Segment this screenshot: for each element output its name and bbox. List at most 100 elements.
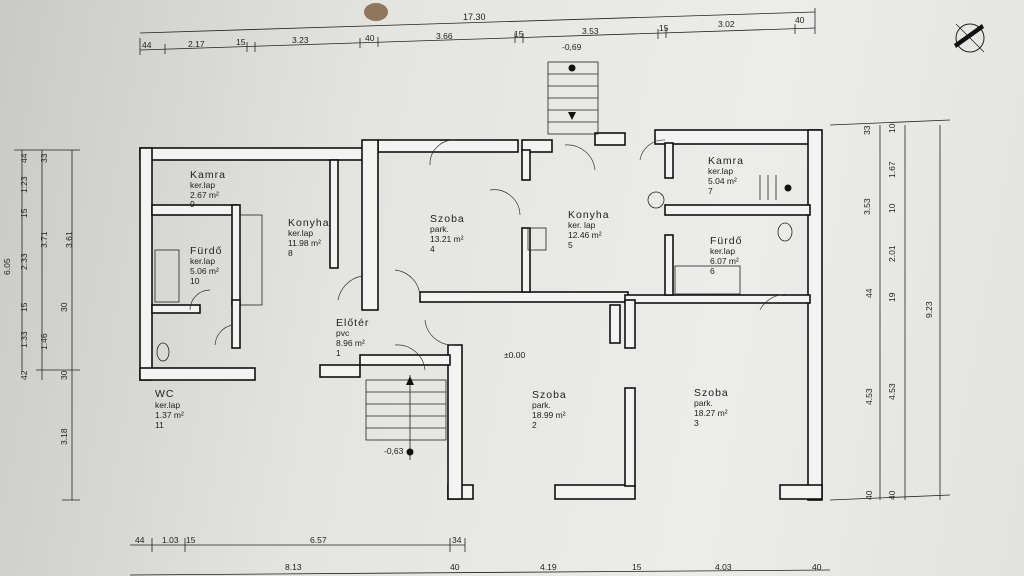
svg-text:12.46 m²: 12.46 m² — [568, 230, 602, 240]
svg-text:ker.lap: ker.lap — [155, 400, 180, 410]
dim-bottom-r2-0: 8.13 — [285, 562, 302, 572]
svg-text:11.98 m²: 11.98 m² — [288, 238, 321, 248]
svg-text:6.07 m²: 6.07 m² — [710, 256, 739, 266]
svg-text:Szoba: Szoba — [694, 387, 729, 399]
dim-bottom-r1-3: 6.57 — [310, 535, 327, 545]
kamra-stairs — [759, 175, 792, 200]
svg-text:ker. lap: ker. lap — [568, 220, 596, 230]
ink-smudge — [364, 3, 388, 21]
bottom-dimension-lines — [129, 538, 831, 576]
dim-left-mid-2: 15 — [19, 208, 29, 218]
dim-top-9: 3.02 — [718, 19, 735, 29]
dim-right-c2-5: 4.53 — [887, 383, 897, 400]
svg-text:park.: park. — [694, 398, 713, 408]
toilet-icon — [156, 342, 170, 362]
svg-text:ker.lap: ker.lap — [190, 180, 215, 190]
svg-text:ker.lap: ker.lap — [288, 228, 313, 238]
dim-bottom-r1-2: 15 — [186, 535, 196, 545]
exterior-walls — [139, 129, 823, 501]
dim-left-inner-0: 33 — [39, 153, 49, 163]
right-dimension-lines — [829, 119, 951, 501]
dim-left-outer-0: 6.05 — [2, 258, 12, 275]
room-label-szoba-2: Szoba park. 18.99 m² 2 — [532, 389, 566, 430]
dim-right-c2-1: 1.67 — [887, 161, 897, 178]
svg-text:ker.lap: ker.lap — [710, 246, 735, 256]
svg-text:Kamra: Kamra — [190, 169, 226, 181]
dim-bottom-r1-0: 44 — [135, 535, 145, 545]
dim-left-inner-3: 30 — [59, 302, 69, 312]
svg-text:Konyha: Konyha — [568, 209, 610, 221]
dim-right-c2-0: 10 — [887, 123, 897, 133]
dim-left-outer-1: 3.18 — [59, 428, 69, 445]
interior-walls — [151, 142, 811, 487]
level-entrance: -0,63 — [384, 446, 404, 456]
dim-top-10: 40 — [795, 15, 805, 25]
svg-text:18.99 m²: 18.99 m² — [532, 410, 566, 420]
svg-text:8: 8 — [288, 248, 293, 258]
dim-top-4: 40 — [365, 33, 375, 43]
stove-icon — [527, 227, 547, 251]
svg-text:Előtér: Előtér — [336, 317, 369, 329]
svg-text:5: 5 — [568, 240, 573, 250]
dim-top-0: 44 — [142, 40, 152, 50]
left-dimension-lines — [14, 149, 80, 501]
dim-left-inner-1: 3.71 — [39, 231, 49, 248]
dim-top-6: 15 — [514, 29, 524, 39]
room-label-konyha-5: Konyha ker. lap 12.46 m² 5 — [568, 209, 610, 250]
room-label-furdo-10: Fürdő ker.lap 5.06 m² 10 — [190, 245, 221, 286]
dim-bottom-r2-5: 40 — [812, 562, 822, 572]
svg-text:7: 7 — [708, 186, 713, 196]
dim-top-1: 2.17 — [188, 39, 205, 49]
north-arrow-icon — [954, 23, 985, 53]
dim-right-c1-0: 33 — [862, 125, 872, 135]
dim-top-2: 15 — [236, 37, 246, 47]
svg-text:5.06 m²: 5.06 m² — [190, 266, 219, 276]
dim-top-7: 3.53 — [582, 26, 599, 36]
dim-left-mid-5: 1.33 — [19, 331, 29, 348]
svg-text:WC: WC — [155, 388, 175, 400]
svg-text:3: 3 — [694, 418, 699, 428]
room-label-furdo-6: Fürdő ker.lap 6.07 m² 6 — [710, 235, 742, 276]
toilet-icon — [777, 222, 793, 242]
dim-left-mid-1: 1.23 — [19, 176, 29, 193]
svg-text:Kamra: Kamra — [708, 155, 744, 167]
bathtub-icon — [674, 265, 741, 295]
entrance-stairs — [365, 375, 447, 460]
svg-text:park.: park. — [532, 400, 551, 410]
dim-right-total: 9.23 — [924, 301, 934, 318]
svg-text:Szoba: Szoba — [430, 213, 465, 225]
svg-text:2: 2 — [532, 420, 537, 430]
dim-left-inner-5: 3.61 — [64, 231, 74, 248]
svg-text:ker.lap: ker.lap — [190, 256, 215, 266]
svg-text:Konyha: Konyha — [288, 217, 330, 229]
dim-bottom-r1-4: 34 — [452, 535, 462, 545]
svg-text:11: 11 — [155, 420, 164, 430]
svg-text:5.04 m²: 5.04 m² — [708, 176, 737, 186]
dim-top-5: 3.66 — [436, 31, 453, 41]
svg-text:9: 9 — [190, 199, 195, 209]
room-label-eloter-1: Előtér pvc 8.96 m² 1 — [336, 317, 369, 358]
svg-text:park.: park. — [430, 224, 449, 234]
room-label-szoba-4: Szoba park. 13.21 m² 4 — [430, 213, 465, 254]
dim-overall-width: 17.30 — [463, 12, 486, 22]
dim-left-mid-0: 44 — [19, 153, 29, 163]
bathtub-icon — [154, 249, 180, 303]
dim-bottom-r2-2: 4.19 — [540, 562, 557, 572]
svg-text:ker.lap: ker.lap — [708, 166, 733, 176]
dim-right-c1-4: 40 — [864, 490, 874, 500]
dim-right-c1-1: 3.53 — [862, 198, 872, 215]
dim-left-mid-4: 15 — [19, 302, 29, 312]
svg-text:18.27 m²: 18.27 m² — [694, 408, 728, 418]
dim-bottom-r2-4: 4.03 — [715, 562, 732, 572]
svg-text:2.67 m²: 2.67 m² — [190, 190, 219, 200]
svg-text:Fürdő: Fürdő — [710, 235, 742, 247]
level-floor: ±0.00 — [504, 350, 525, 360]
dim-top-3: 3.23 — [292, 35, 309, 45]
svg-text:6: 6 — [710, 266, 715, 276]
room-label-kamra-9: Kamra ker.lap 2.67 m² 9 — [190, 169, 226, 209]
dim-right-c2-2: 10 — [887, 203, 897, 213]
dim-left-inner-4: 30 — [59, 370, 69, 380]
dim-bottom-r1-1: 1.03 — [162, 535, 179, 545]
